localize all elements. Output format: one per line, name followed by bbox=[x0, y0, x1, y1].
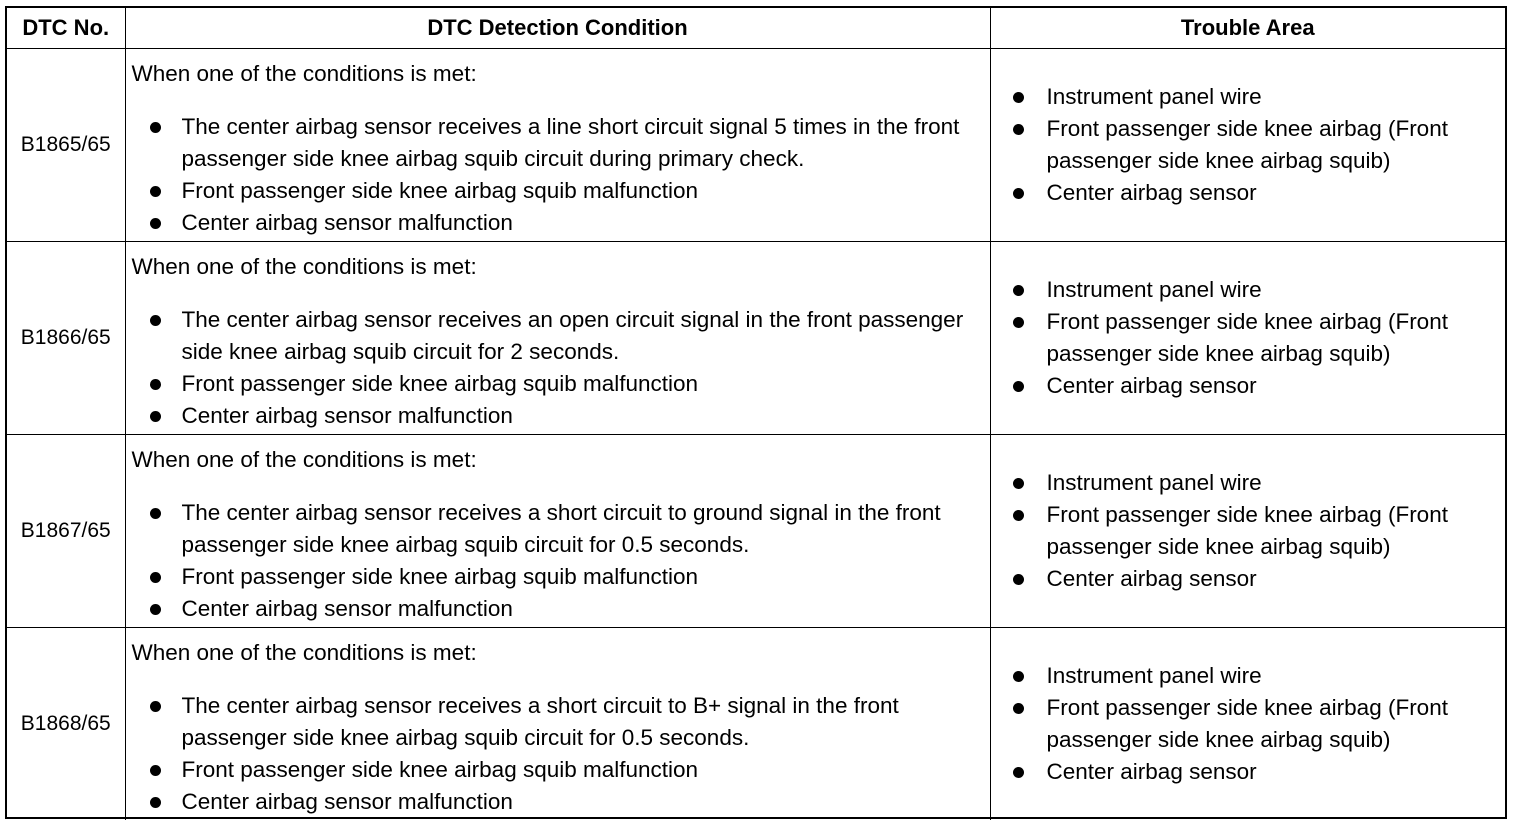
detection-condition-cell: When one of the conditions is met: The c… bbox=[124, 626, 991, 820]
bullet-icon bbox=[149, 314, 161, 326]
header-trouble-area: Trouble Area bbox=[989, 8, 1505, 49]
trouble-area-item: Front passenger side knee airbag (Front … bbox=[1012, 499, 1500, 563]
table-row: B1868/65 When one of the conditions is m… bbox=[7, 626, 1505, 820]
condition-item: Front passenger side knee airbag squib m… bbox=[132, 754, 984, 786]
condition-list: The center airbag sensor receives an ope… bbox=[132, 304, 984, 432]
header-detection-condition: DTC Detection Condition bbox=[124, 8, 991, 49]
condition-item: Center airbag sensor malfunction bbox=[132, 786, 984, 818]
trouble-area-cell: Instrument panel wire Front passenger si… bbox=[989, 47, 1505, 242]
condition-item: The center airbag sensor receives a shor… bbox=[132, 497, 984, 561]
trouble-area-item: Instrument panel wire bbox=[1012, 274, 1500, 306]
bullet-icon bbox=[149, 217, 161, 229]
bullet-icon bbox=[1012, 380, 1024, 392]
bullet-icon bbox=[1012, 123, 1024, 135]
condition-item: Center airbag sensor malfunction bbox=[132, 593, 984, 625]
trouble-area-item: Instrument panel wire bbox=[1012, 467, 1500, 499]
bullet-icon bbox=[1012, 766, 1024, 778]
bullet-icon bbox=[149, 378, 161, 390]
bullet-icon bbox=[149, 571, 161, 583]
dtc-table: DTC No. DTC Detection Condition Trouble … bbox=[7, 8, 1505, 820]
table-header-row: DTC No. DTC Detection Condition Trouble … bbox=[7, 8, 1505, 49]
trouble-area-list: Instrument panel wire Front passenger si… bbox=[1012, 467, 1500, 595]
condition-item: Center airbag sensor malfunction bbox=[132, 207, 984, 239]
condition-item: The center airbag sensor receives a shor… bbox=[132, 690, 984, 754]
table-row: B1867/65 When one of the conditions is m… bbox=[7, 433, 1505, 628]
bullet-icon bbox=[149, 185, 161, 197]
trouble-area-item: Center airbag sensor bbox=[1012, 756, 1500, 788]
condition-item: Front passenger side knee airbag squib m… bbox=[132, 561, 984, 593]
bullet-icon bbox=[149, 764, 161, 776]
bullet-icon bbox=[149, 700, 161, 712]
trouble-area-item: Front passenger side knee airbag (Front … bbox=[1012, 306, 1500, 370]
condition-item: Front passenger side knee airbag squib m… bbox=[132, 175, 984, 207]
condition-item: The center airbag sensor receives an ope… bbox=[132, 304, 984, 368]
trouble-area-cell: Instrument panel wire Front passenger si… bbox=[989, 240, 1505, 435]
trouble-area-item: Center airbag sensor bbox=[1012, 177, 1500, 209]
bullet-icon bbox=[1012, 573, 1024, 585]
table-row: B1866/65 When one of the conditions is m… bbox=[7, 240, 1505, 435]
condition-item: Front passenger side knee airbag squib m… bbox=[132, 368, 984, 400]
trouble-area-item: Center airbag sensor bbox=[1012, 563, 1500, 595]
trouble-area-list: Instrument panel wire Front passenger si… bbox=[1012, 274, 1500, 402]
trouble-area-list: Instrument panel wire Front passenger si… bbox=[1012, 660, 1500, 788]
bullet-icon bbox=[1012, 91, 1024, 103]
trouble-area-item: Front passenger side knee airbag (Front … bbox=[1012, 113, 1500, 177]
bullet-icon bbox=[1012, 670, 1024, 682]
bullet-icon bbox=[1012, 187, 1024, 199]
bullet-icon bbox=[1012, 284, 1024, 296]
bullet-icon bbox=[149, 121, 161, 133]
condition-intro: When one of the conditions is met: bbox=[131, 253, 477, 279]
dtc-table-frame: DTC No. DTC Detection Condition Trouble … bbox=[5, 6, 1507, 820]
condition-intro: When one of the conditions is met: bbox=[131, 639, 477, 665]
trouble-area-cell: Instrument panel wire Front passenger si… bbox=[989, 433, 1505, 628]
bullet-icon bbox=[149, 410, 161, 422]
bullet-icon bbox=[149, 507, 161, 519]
detection-condition-cell: When one of the conditions is met: The c… bbox=[124, 47, 991, 242]
trouble-area-item: Center airbag sensor bbox=[1012, 370, 1500, 402]
condition-intro: When one of the conditions is met: bbox=[131, 60, 477, 86]
trouble-area-item: Front passenger side knee airbag (Front … bbox=[1012, 692, 1500, 756]
detection-condition-cell: When one of the conditions is met: The c… bbox=[124, 240, 991, 435]
condition-list: The center airbag sensor receives a shor… bbox=[132, 497, 984, 625]
condition-list: The center airbag sensor receives a shor… bbox=[132, 690, 984, 818]
trouble-area-list: Instrument panel wire Front passenger si… bbox=[1012, 81, 1500, 209]
bullet-icon bbox=[1012, 477, 1024, 489]
bullet-icon bbox=[149, 603, 161, 615]
detection-condition-cell: When one of the conditions is met: The c… bbox=[124, 433, 991, 628]
bullet-icon bbox=[1012, 316, 1024, 328]
bullet-icon bbox=[149, 796, 161, 808]
condition-item: The center airbag sensor receives a line… bbox=[132, 111, 984, 175]
header-dtc-no: DTC No. bbox=[7, 8, 126, 49]
bullet-icon bbox=[1012, 509, 1024, 521]
table-row: B1865/65 When one of the conditions is m… bbox=[7, 47, 1505, 242]
dtc-code: B1867/65 bbox=[7, 433, 126, 628]
trouble-area-item: Instrument panel wire bbox=[1012, 660, 1500, 692]
dtc-code: B1868/65 bbox=[7, 626, 126, 820]
dtc-code: B1865/65 bbox=[7, 47, 126, 242]
trouble-area-cell: Instrument panel wire Front passenger si… bbox=[989, 626, 1505, 820]
condition-list: The center airbag sensor receives a line… bbox=[132, 111, 984, 239]
condition-intro: When one of the conditions is met: bbox=[131, 446, 477, 472]
bullet-icon bbox=[1012, 702, 1024, 714]
trouble-area-item: Instrument panel wire bbox=[1012, 81, 1500, 113]
condition-item: Center airbag sensor malfunction bbox=[132, 400, 984, 432]
dtc-code: B1866/65 bbox=[7, 240, 126, 435]
